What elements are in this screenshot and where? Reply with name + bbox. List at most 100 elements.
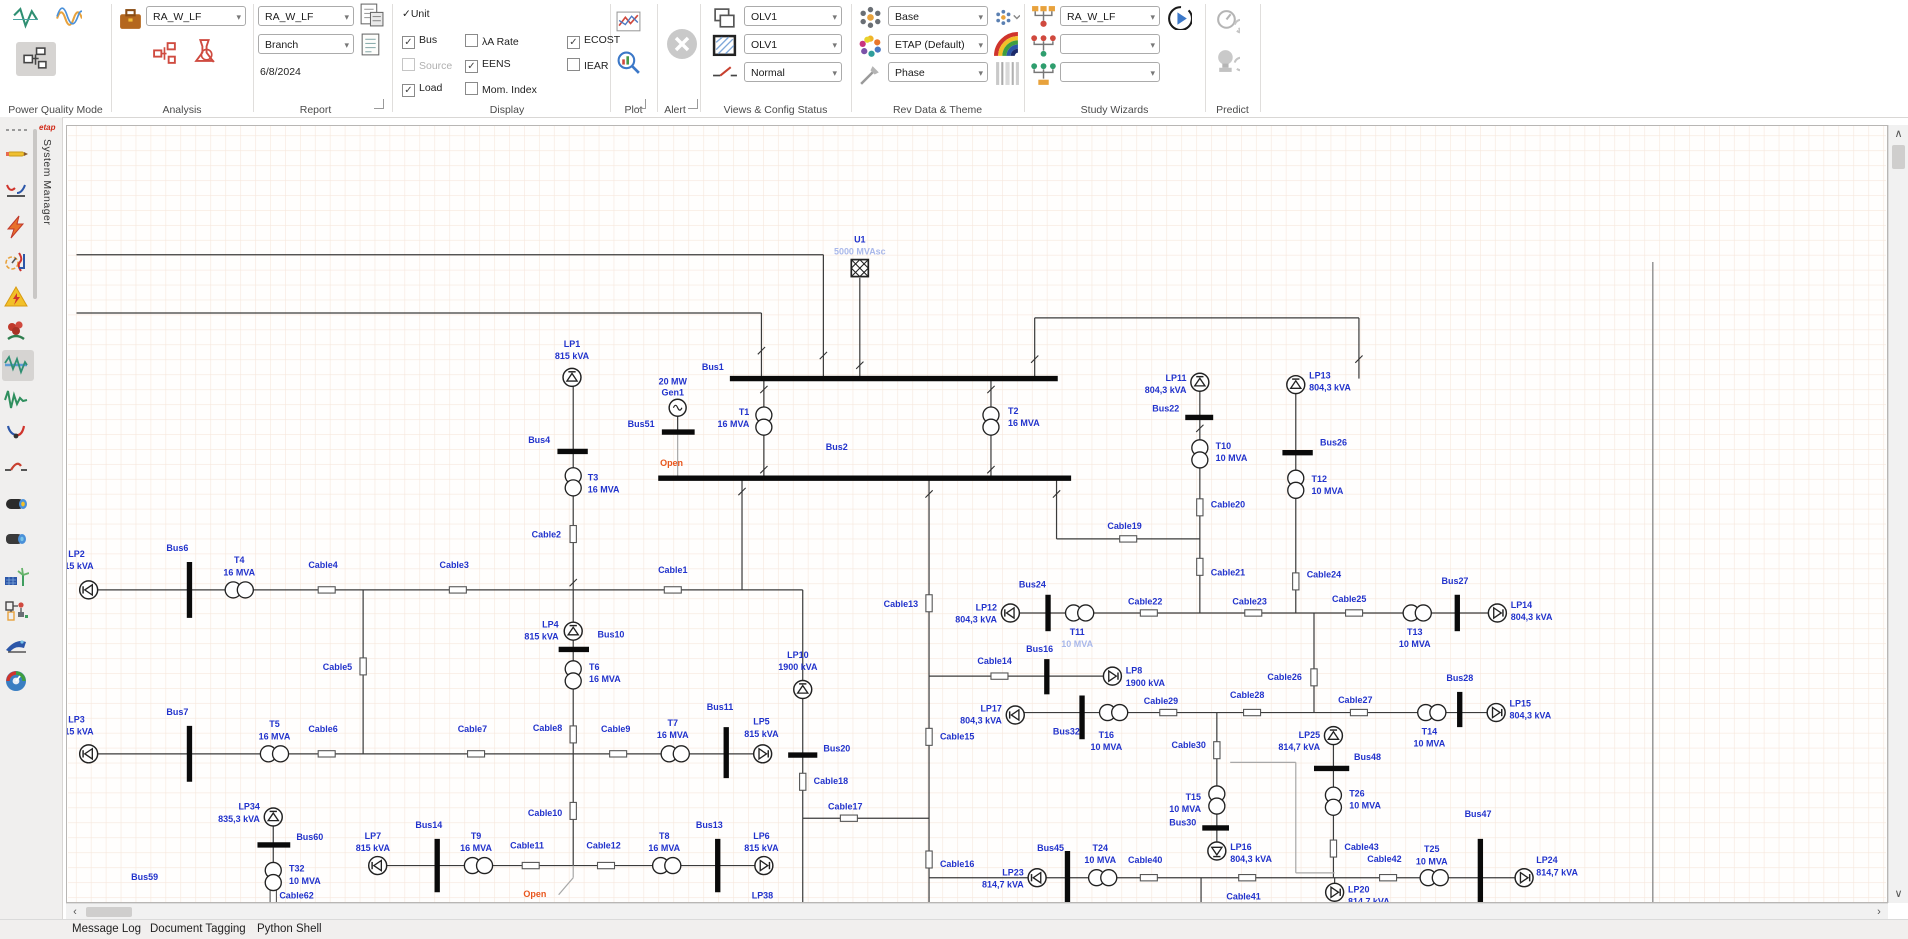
bus-Bus16[interactable]: Bus16 (1026, 644, 1053, 695)
checkbox-mom-index[interactable]: Mom. Index (465, 82, 537, 96)
alert-dialog-launcher-icon[interactable] (688, 99, 698, 109)
cable-Cable9[interactable]: Cable9 (601, 724, 630, 758)
tab-message-log[interactable]: Message Log (72, 923, 142, 935)
eyedropper-icon[interactable] (858, 62, 884, 93)
unit-toggle[interactable]: ✓Unit (402, 8, 430, 20)
lightning-bolt-icon[interactable] (4, 215, 32, 241)
bus-Bus51[interactable]: Bus51 (628, 419, 695, 435)
cable-Cable18[interactable]: Cable18 (799, 772, 848, 791)
cable-Cable19[interactable]: Cable19 (1107, 521, 1142, 543)
cable-Cable21[interactable]: Cable21 (1196, 557, 1245, 577)
bus-Bus1[interactable]: Bus1 (702, 362, 1058, 382)
cable-Cable13[interactable]: Cable13 (884, 594, 933, 613)
bus-Bus27[interactable]: Bus27 (1442, 576, 1469, 632)
cable-Cable1[interactable]: Cable1 (658, 565, 688, 594)
switch-state-icon[interactable] (712, 62, 738, 93)
bus-Bus6[interactable]: Bus6 (166, 543, 193, 618)
bus-Bus45[interactable]: Bus45 (1037, 843, 1071, 905)
cable-Cable26[interactable]: Cable26 (1267, 668, 1318, 687)
edit-pencil-icon[interactable] (4, 142, 32, 168)
cable-Cable40[interactable]: Cable40 (1128, 855, 1162, 882)
report-dialog-launcher-icon[interactable] (374, 99, 384, 109)
display-dialog-launcher-icon[interactable] (636, 99, 646, 109)
checkbox-eens[interactable]: ✓EENS (465, 58, 511, 73)
study-wizard-combo-2[interactable]: ▾ (1060, 34, 1160, 54)
tree-green-icon[interactable] (1030, 62, 1056, 93)
bus-Bus60[interactable]: Bus60 (257, 832, 323, 848)
cable-Cable28[interactable]: Cable28 (1230, 690, 1264, 717)
bus-Bus24[interactable]: Bus24 (1019, 579, 1051, 632)
bus-Bus13[interactable]: Bus13 (696, 820, 723, 893)
study-wizard-combo-3[interactable]: ▾ (1060, 62, 1160, 82)
scroll-left-icon[interactable]: ‹ (73, 906, 77, 918)
toolbar-slider[interactable] (33, 129, 37, 299)
phase-combo[interactable]: Phase▾ (888, 62, 988, 82)
gauge-curve-icon[interactable] (4, 250, 32, 276)
wave-icon[interactable] (12, 6, 38, 37)
bus-Bus4[interactable]: Bus4 (528, 435, 588, 455)
config-status-combo[interactable]: Normal▾ (744, 62, 842, 82)
checkbox--a-rate[interactable]: λA Rate (465, 34, 519, 48)
vertical-scrollbar[interactable]: ∧ ∨ (1888, 125, 1908, 903)
scroll-up-icon[interactable]: ∧ (1894, 128, 1903, 140)
cable-ampacity-icon[interactable] (4, 492, 32, 518)
checkbox-ecost[interactable]: ✓ECOST (567, 34, 620, 49)
transient-wave-icon[interactable] (4, 388, 32, 414)
bus-Bus11[interactable]: Bus11 (707, 702, 733, 779)
erail-icon[interactable] (4, 632, 32, 658)
bus-Bus48[interactable]: Bus48 (1313, 752, 1381, 772)
waveform-mode-icon[interactable] (4, 353, 32, 379)
cable-Cable20[interactable]: Cable20 (1196, 498, 1245, 517)
layers-icon[interactable] (712, 6, 738, 37)
report-study-combo[interactable]: RA_W_LF▾ (258, 6, 354, 26)
cable-Cable11[interactable]: Cable11 (510, 841, 544, 870)
checkbox-iear[interactable]: IEAR (567, 58, 609, 72)
rainbow-icon[interactable] (994, 32, 1020, 63)
bus-Bus32[interactable]: Bus32 (1053, 695, 1085, 740)
cable-Cable15[interactable]: Cable15 (925, 727, 974, 746)
load-LP3[interactable]: LP3815 kVA (59, 714, 99, 764)
bus-Bus30[interactable]: Bus30 (1169, 817, 1229, 831)
system-manager-tab[interactable]: System Manager (41, 139, 53, 226)
pq-curve-icon[interactable] (4, 423, 32, 449)
revision-combo[interactable]: Base▾ (888, 6, 988, 26)
cable-Cable43[interactable]: Cable43 (1329, 839, 1379, 858)
cable-Cable24[interactable]: Cable24 (1292, 570, 1341, 591)
cable-Cable14[interactable]: Cable14 (977, 656, 1012, 680)
cable-Cable8[interactable]: Cable8 (533, 723, 577, 744)
view-combo[interactable]: OLV1▾ (744, 34, 842, 54)
cable-Cable30[interactable]: Cable30 (1172, 740, 1221, 760)
analysis-network-icon[interactable] (152, 40, 178, 71)
cable-Cable3[interactable]: Cable3 (439, 560, 469, 594)
microgrid-icon[interactable] (4, 599, 32, 625)
report-doc2-icon[interactable] (358, 32, 384, 63)
bus-Bus14[interactable]: Bus14 (415, 820, 442, 893)
cable-Cable29[interactable]: Cable29 (1144, 696, 1178, 717)
cable-Cable2[interactable]: Cable2 (532, 524, 577, 544)
load-LP2[interactable]: LP2815 kVA (59, 549, 99, 600)
scroll-right-icon[interactable]: › (1877, 906, 1881, 918)
dashed-line-icon[interactable] (4, 118, 32, 144)
bus-Bus7[interactable]: Bus7 (166, 707, 193, 782)
